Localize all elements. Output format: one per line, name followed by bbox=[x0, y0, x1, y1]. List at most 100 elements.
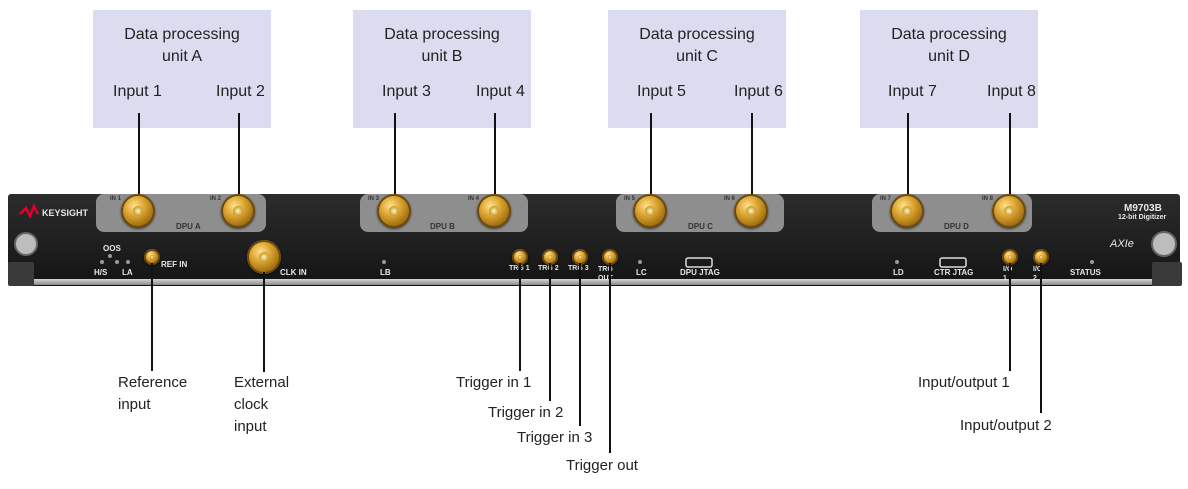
input-7-connector[interactable] bbox=[890, 194, 924, 228]
trigger-out-callout: Trigger out bbox=[566, 457, 638, 474]
leader-input-4 bbox=[494, 113, 496, 201]
trg-out-label: TRG OUT bbox=[598, 266, 613, 282]
leader-input-5 bbox=[650, 113, 652, 201]
left-ejector bbox=[8, 262, 34, 286]
external-clock-line3: input bbox=[234, 418, 267, 435]
input-5-connector[interactable] bbox=[633, 194, 667, 228]
dpu-jtag-port bbox=[685, 257, 713, 268]
dpu-b-title: Data processing unit B bbox=[353, 24, 531, 68]
trg3-label: TRG 3 bbox=[568, 265, 589, 272]
hs-label: H/S bbox=[94, 268, 108, 277]
dpu-a-title-line1: Data processing bbox=[124, 26, 240, 43]
leader-io-2 bbox=[1040, 263, 1042, 413]
status-label: STATUS bbox=[1070, 268, 1101, 277]
axie-logo: AXIe bbox=[1110, 238, 1134, 250]
in-5-mark: IN 5 bbox=[624, 196, 636, 202]
in-4-mark: IN 4 bbox=[468, 196, 480, 202]
input-1-connector[interactable] bbox=[121, 194, 155, 228]
io-1-callout: Input/output 1 bbox=[918, 374, 1010, 391]
input-3-connector[interactable] bbox=[377, 194, 411, 228]
input-2-label: Input 2 bbox=[216, 83, 265, 100]
dpu-b-box: Data processing unit B bbox=[353, 10, 531, 128]
dpu-a-tab-label: DPU A bbox=[176, 222, 201, 231]
trigger-in-3-callout: Trigger in 3 bbox=[517, 429, 593, 446]
trg3-connector[interactable] bbox=[572, 249, 588, 265]
dpu-a-box: Data processing unit A bbox=[93, 10, 271, 128]
input-2-connector[interactable] bbox=[221, 194, 255, 228]
trg2-connector[interactable] bbox=[542, 249, 558, 265]
clk-in-label: CLK IN bbox=[280, 268, 307, 277]
input-4-connector[interactable] bbox=[477, 194, 511, 228]
reference-input-line2: input bbox=[118, 396, 151, 413]
right-ejector bbox=[1152, 262, 1182, 286]
io2-connector[interactable] bbox=[1033, 249, 1049, 265]
dpu-c-title: Data processing unit C bbox=[608, 24, 786, 68]
lb-label: LB bbox=[380, 268, 391, 277]
io2-label: I/O 2 bbox=[1033, 266, 1043, 282]
in-8-mark: IN 8 bbox=[982, 196, 994, 202]
external-clock-line1: External bbox=[234, 374, 290, 391]
oos-label: OOS bbox=[103, 244, 121, 253]
dpu-a-title-line2: unit A bbox=[161, 48, 203, 65]
dpu-d-title-line1: Data processing bbox=[891, 26, 1007, 43]
dpu-d-tab-label: DPU D bbox=[944, 222, 969, 231]
io1-label: I/O 1 bbox=[1003, 266, 1013, 282]
input-5-label: Input 5 bbox=[637, 83, 686, 100]
leader-trigger-in-1 bbox=[519, 263, 521, 371]
leader-input-2 bbox=[238, 113, 240, 201]
dpu-jtag-label: DPU JTAG bbox=[680, 268, 720, 277]
dpu-b-title-line2: unit B bbox=[421, 48, 463, 65]
trigger-in-2-callout: Trigger in 2 bbox=[488, 404, 564, 421]
external-clock-callout: External clock input bbox=[234, 372, 289, 438]
clk-in-connector[interactable] bbox=[247, 240, 281, 274]
leader-trigger-in-2 bbox=[549, 263, 551, 401]
left-thumbscrew bbox=[14, 232, 38, 256]
io-2-callout: Input/output 2 bbox=[960, 417, 1052, 434]
dpu-c-tab-label: DPU C bbox=[688, 222, 713, 231]
right-thumbscrew bbox=[1151, 231, 1177, 257]
input-1-label: Input 1 bbox=[113, 83, 162, 100]
input-6-connector[interactable] bbox=[734, 194, 768, 228]
input-6-label: Input 6 bbox=[734, 83, 783, 100]
hs-led-2 bbox=[115, 260, 119, 264]
leader-io-1 bbox=[1009, 263, 1011, 371]
lb-led bbox=[382, 260, 386, 264]
input-8-connector[interactable] bbox=[992, 194, 1026, 228]
dpu-d-title: Data processing unit D bbox=[860, 24, 1038, 68]
ref-in-connector[interactable] bbox=[144, 249, 160, 265]
dpu-c-title-line2: unit C bbox=[676, 48, 718, 65]
dpu-d-box: Data processing unit D bbox=[860, 10, 1038, 128]
hs-led bbox=[100, 260, 104, 264]
input-7-label: Input 7 bbox=[888, 83, 937, 100]
leader-input-3 bbox=[394, 113, 396, 201]
input-4-label: Input 4 bbox=[476, 83, 525, 100]
keysight-logo-mark bbox=[19, 202, 40, 220]
reference-input-callout: Reference input bbox=[118, 372, 187, 416]
reference-input-line1: Reference bbox=[118, 374, 188, 391]
trg1-connector[interactable] bbox=[512, 249, 528, 265]
ld-label: LD bbox=[893, 268, 904, 277]
la-label: LA bbox=[122, 268, 133, 277]
lc-label: LC bbox=[636, 268, 647, 277]
trg-out-connector[interactable] bbox=[602, 249, 618, 265]
input-8-label: Input 8 bbox=[987, 83, 1036, 100]
leader-input-7 bbox=[907, 113, 909, 201]
ctr-jtag-label: CTR JTAG bbox=[934, 268, 974, 277]
dpu-d-title-line2: unit D bbox=[928, 48, 970, 65]
ref-in-label: REF IN bbox=[161, 260, 188, 269]
leader-input-1 bbox=[138, 113, 140, 201]
in-3-mark: IN 3 bbox=[368, 196, 380, 202]
io1-connector[interactable] bbox=[1002, 249, 1018, 265]
external-clock-line2: clock bbox=[234, 396, 269, 413]
bottom-rail bbox=[8, 279, 1180, 285]
leader-input-6 bbox=[751, 113, 753, 201]
model-sub-label: 12-bit Digitizer bbox=[1118, 214, 1167, 221]
dpu-c-title-line1: Data processing bbox=[639, 26, 755, 43]
dpu-b-tab-label: DPU B bbox=[430, 222, 455, 231]
trigger-in-1-callout: Trigger in 1 bbox=[456, 374, 532, 391]
model-label: M9703B bbox=[1124, 203, 1162, 214]
lc-led bbox=[638, 260, 642, 264]
dpu-b-title-line1: Data processing bbox=[384, 26, 500, 43]
oos-led bbox=[108, 254, 112, 258]
dpu-c-box: Data processing unit C bbox=[608, 10, 786, 128]
